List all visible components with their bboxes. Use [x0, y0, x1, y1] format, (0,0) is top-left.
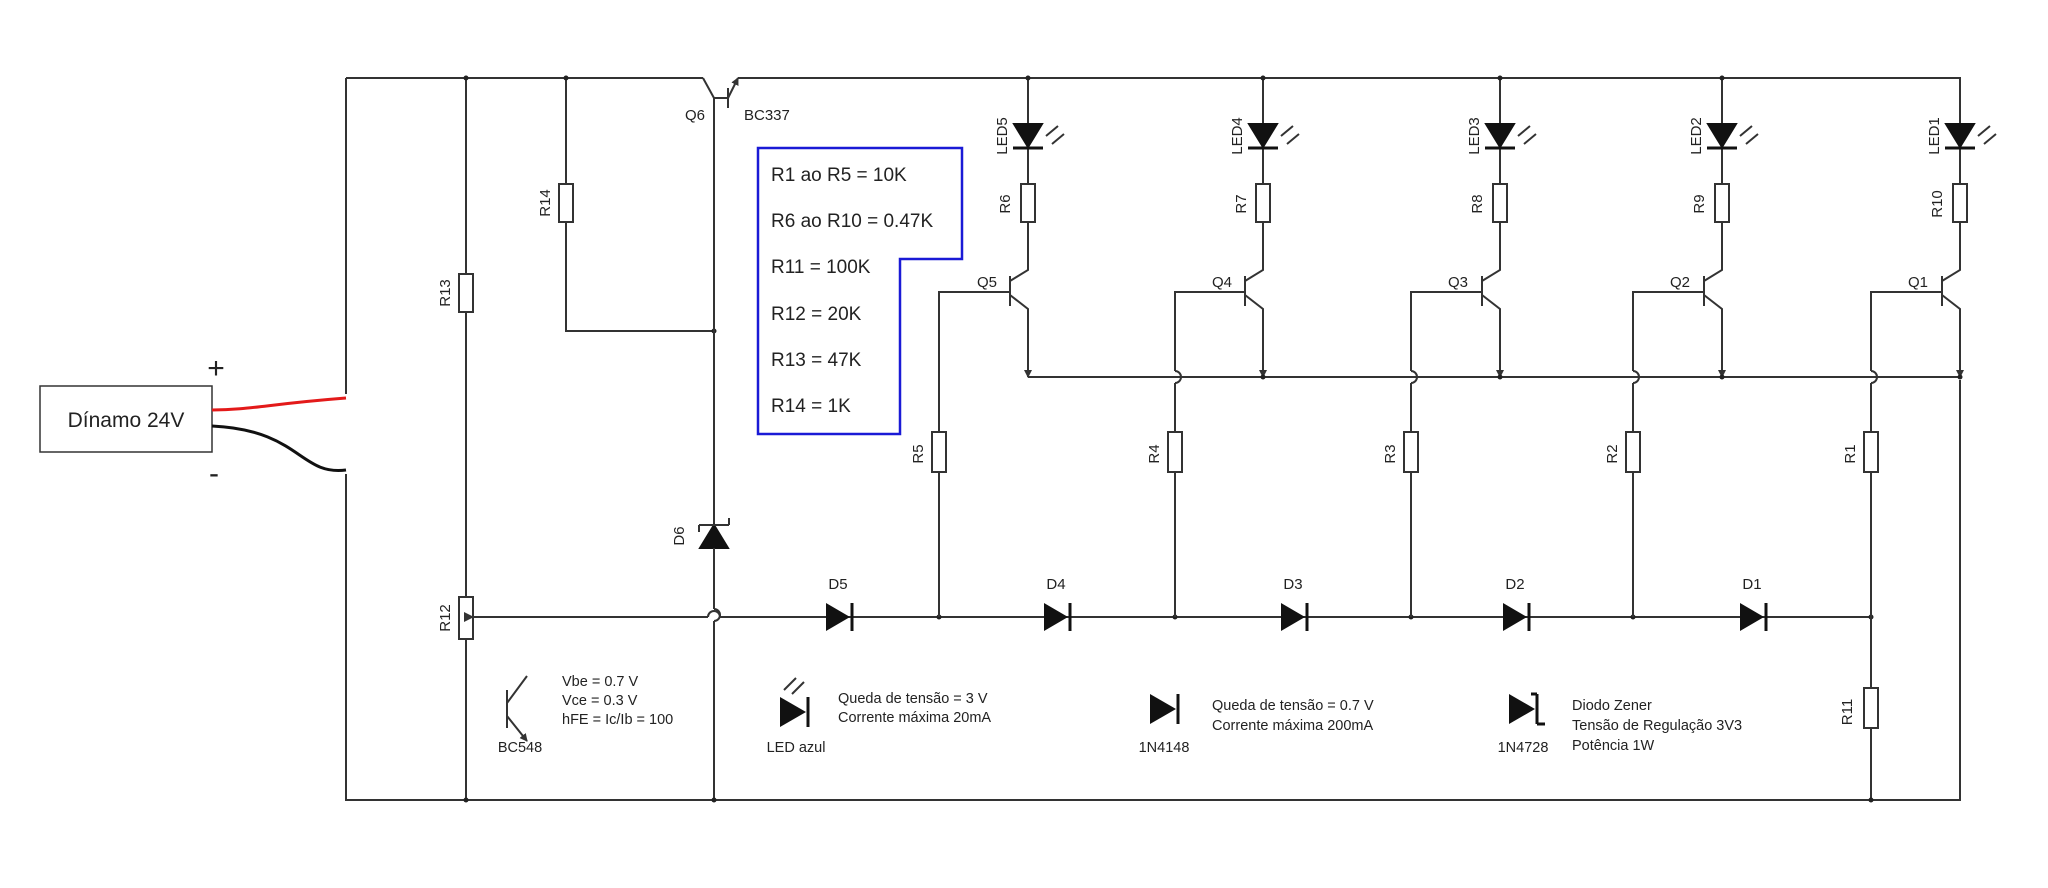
stage-2: LED2 R9 Q2 R2	[1604, 75, 1759, 617]
note-zener: Diodo Zener Tensão de Regulação 3V3 Potê…	[1498, 692, 1742, 756]
d3-diode-symbol	[1281, 603, 1305, 631]
svg-text:Vce = 0.3 V: Vce = 0.3 V	[562, 693, 638, 709]
d5-diode-symbol	[826, 603, 850, 631]
led4-label: LED4	[1229, 117, 1246, 155]
r2-resistor	[1625, 431, 1641, 473]
r5-label: R5	[910, 444, 927, 463]
legend-item-r6-r10: R6 ao R10 = 0.47K	[771, 211, 933, 232]
r5-resistor	[931, 431, 947, 473]
r12-potentiometer	[458, 596, 474, 640]
stage-1: LED1 R10 Q1 R1	[1842, 98, 1997, 617]
svg-text:Corrente máxima 20mA: Corrente máxima 20mA	[838, 710, 991, 726]
legend-item-r13: R13 = 47K	[771, 350, 862, 371]
dynamo-label: Dínamo 24V	[68, 409, 185, 432]
d6-label: D6	[671, 526, 688, 545]
d4-diode-symbol	[1044, 603, 1068, 631]
legend-item-r11: R11 = 100K	[771, 257, 871, 278]
r3-label: R3	[1382, 444, 1399, 463]
q4-label: Q4	[1212, 274, 1232, 291]
r2-label: R2	[1604, 444, 1621, 463]
minus-sign: -	[209, 457, 219, 490]
negative-wire	[211, 424, 347, 473]
svg-text:BC548: BC548	[498, 740, 542, 756]
q3-label: Q3	[1448, 274, 1468, 291]
svg-text:hFE = Ic/Ib = 100: hFE = Ic/Ib = 100	[562, 712, 673, 728]
svg-text:Corrente máxima 200mA: Corrente máxima 200mA	[1212, 718, 1373, 734]
r4-resistor	[1167, 431, 1183, 473]
q5-label: Q5	[977, 274, 997, 291]
led3-label: LED3	[1466, 117, 1483, 155]
diode-icon	[1150, 694, 1176, 724]
led5-label: LED5	[994, 117, 1011, 155]
r6-label: R6	[997, 194, 1014, 213]
npn-transistor-icon	[506, 675, 527, 741]
r9-label: R9	[1691, 194, 1708, 213]
q2-label: Q2	[1670, 274, 1690, 291]
r14-label: R14	[537, 189, 554, 217]
d6-zener-symbol	[698, 523, 730, 549]
svg-text:Queda de tensão = 3 V: Queda de tensão = 3 V	[838, 691, 988, 707]
r3-resistor	[1403, 431, 1419, 473]
stage-3: LED3 R8 Q3 R3	[1382, 75, 1537, 617]
resistor-values-legend: R1 ao R5 = 10K R6 ao R10 = 0.47K R11 = 1…	[756, 146, 964, 436]
svg-text:1N4728: 1N4728	[1498, 740, 1549, 756]
svg-text:Diodo Zener: Diodo Zener	[1572, 698, 1652, 714]
r7-label: R7	[1233, 194, 1250, 213]
legend-item-r12: R12 = 20K	[771, 304, 862, 325]
r11-branch: R11	[1839, 617, 1879, 803]
r11-resistor	[1863, 687, 1879, 729]
d5-label: D5	[828, 576, 847, 593]
q1-label: Q1	[1908, 274, 1928, 291]
r14-resistor	[558, 183, 574, 223]
d1-diode-symbol	[1740, 603, 1764, 631]
q6-label: Q6	[685, 107, 705, 124]
svg-text:Tensão de Regulação 3V3: Tensão de Regulação 3V3	[1572, 718, 1742, 734]
note-diode: Queda de tensão = 0.7 V Corrente máxima …	[1139, 694, 1374, 756]
svg-text:Potência 1W: Potência 1W	[1572, 738, 1655, 754]
led1-label: LED1	[1926, 117, 1943, 155]
r10-label: R10	[1929, 190, 1946, 218]
legend-item-r14: R14 = 1K	[771, 396, 851, 417]
r6-resistor	[1020, 183, 1036, 223]
r10-resistor	[1952, 183, 1968, 223]
note-led: Queda de tensão = 3 V Corrente máxima 20…	[767, 677, 991, 756]
d3-label: D3	[1283, 576, 1302, 593]
led2-label: LED2	[1688, 117, 1705, 155]
r4-label: R4	[1146, 444, 1163, 463]
legend-item-r1-r5: R1 ao R5 = 10K	[771, 165, 907, 186]
d2-diode-symbol	[1503, 603, 1527, 631]
regulator-q6: R14 Q6 BC337 D6	[537, 75, 790, 803]
zener-icon	[1509, 694, 1535, 724]
r13-resistor	[458, 273, 474, 313]
r1-resistor	[1863, 431, 1879, 473]
stage-4: LED4 R7 Q4 R4	[1146, 75, 1300, 617]
r8-resistor	[1492, 183, 1508, 223]
r13-label: R13	[437, 279, 454, 307]
diode-chain: D5 D4 D3 D2 D1	[473, 576, 1874, 631]
stage-5: LED5 R6 Q5 R5	[910, 75, 1065, 617]
note-bc548: Vbe = 0.7 V Vce = 0.3 V hFE = Ic/Ib = 10…	[498, 674, 673, 756]
svg-text:Queda de tensão = 0.7 V: Queda de tensão = 0.7 V	[1212, 698, 1374, 714]
r1-label: R1	[1842, 444, 1859, 463]
r8-label: R8	[1469, 194, 1486, 213]
plus-sign: +	[207, 352, 225, 385]
svg-text:LED azul: LED azul	[767, 740, 826, 756]
positive-wire	[211, 396, 347, 412]
svg-text:1N4148: 1N4148	[1139, 740, 1190, 756]
d2-label: D2	[1505, 576, 1524, 593]
dynamo-source: Dínamo 24V + -	[39, 352, 347, 490]
r11-label: R11	[1839, 699, 1856, 725]
r7-resistor	[1255, 183, 1271, 223]
d1-label: D1	[1742, 576, 1761, 593]
d4-label: D4	[1046, 576, 1065, 593]
r12-label: R12	[437, 604, 454, 632]
led-icon	[780, 697, 806, 727]
q6-part: BC337	[744, 107, 790, 124]
divider-r13-r12: R13 R12	[437, 75, 474, 803]
r9-resistor	[1714, 183, 1730, 223]
svg-text:Vbe = 0.7 V: Vbe = 0.7 V	[562, 674, 639, 690]
